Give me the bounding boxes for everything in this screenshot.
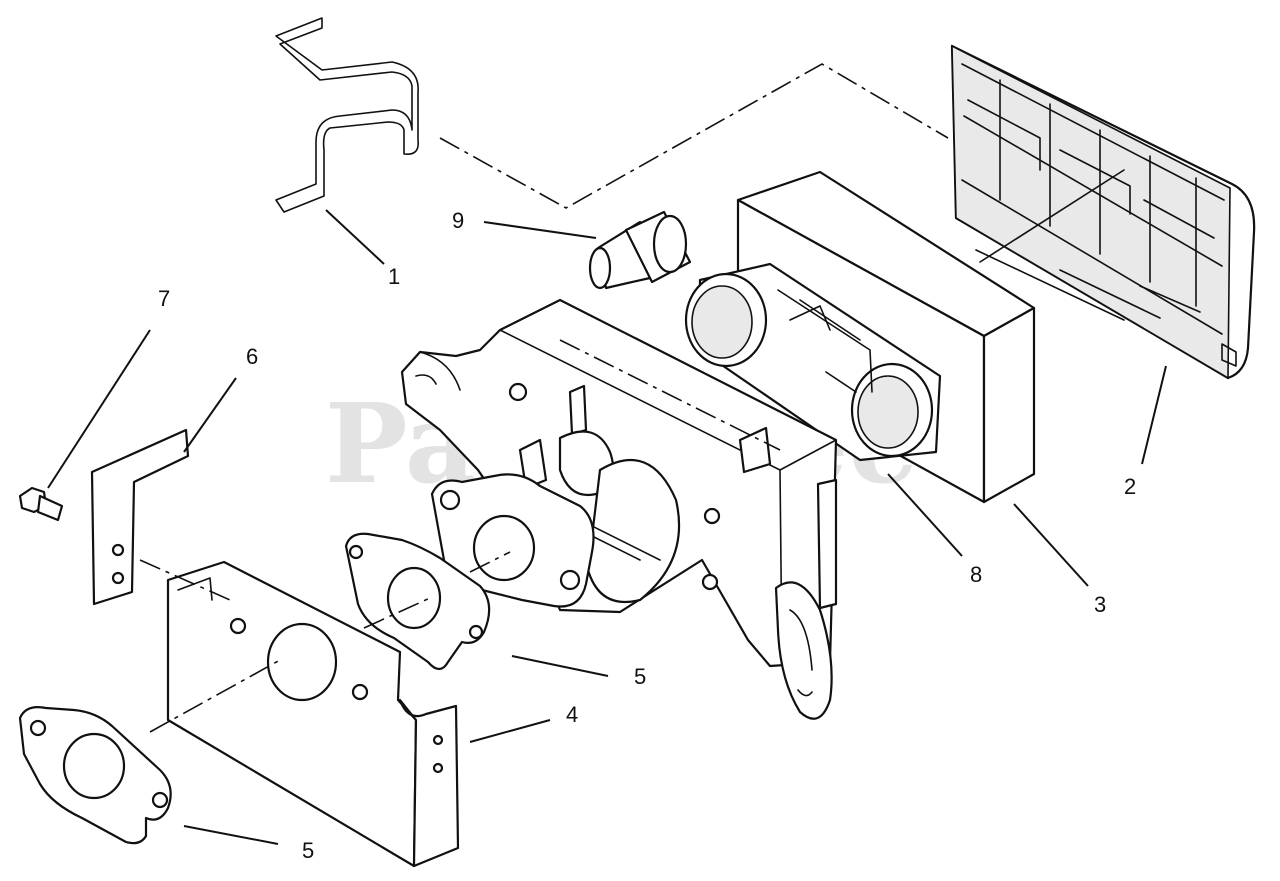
- leader-3: [1013, 503, 1089, 587]
- alignment-lines: [139, 63, 949, 733]
- callouts: 1 2 3 4 5 5 6 7 8 9: [158, 208, 1136, 863]
- callout-1: 1: [388, 264, 400, 289]
- callout-4: 4: [566, 702, 578, 727]
- leader-1: [325, 209, 385, 265]
- part-air-cleaner-cover: [950, 44, 1256, 380]
- part-carburetor: [400, 298, 838, 720]
- callout-9: 9: [452, 208, 464, 233]
- leader-2: [1141, 365, 1167, 465]
- callout-3: 3: [1094, 592, 1106, 617]
- callout-5-upper: 5: [634, 664, 646, 689]
- callout-2: 2: [1124, 474, 1136, 499]
- leader-4: [469, 719, 551, 743]
- part-gasket-lower: [18, 706, 172, 845]
- part-plate: [90, 428, 190, 606]
- leader-8: [887, 473, 963, 557]
- leader-5a: [511, 655, 609, 677]
- leader-lines: [47, 209, 1167, 845]
- callout-5-lower: 5: [302, 838, 314, 863]
- part-spring-clip: [275, 17, 420, 213]
- part-grommet: [588, 210, 692, 290]
- part-screw: [18, 486, 64, 522]
- part-bracket: [166, 560, 460, 868]
- callout-7: 7: [158, 286, 170, 311]
- leader-5b: [183, 825, 279, 845]
- part-gasket-upper: [344, 532, 491, 671]
- part-carburetor-flange: [430, 473, 595, 608]
- leader-9: [483, 221, 597, 239]
- leader-7: [47, 329, 151, 489]
- leader-6: [183, 377, 237, 453]
- callout-6: 6: [246, 344, 258, 369]
- callout-8: 8: [970, 562, 982, 587]
- part-breather-tube: [684, 262, 942, 462]
